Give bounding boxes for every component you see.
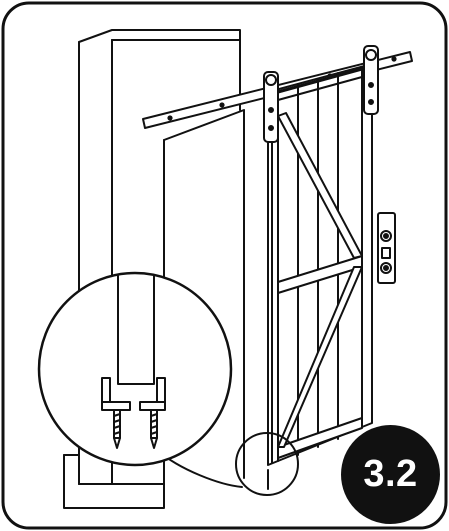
floor-guide-detail-icon [37,271,233,467]
left-hanger [263,71,279,143]
barn-door [267,63,373,466]
right-hanger [363,45,379,115]
screw-icon [113,409,158,449]
step-number: 3.2 [363,453,418,495]
wall-stop-icon [377,212,396,284]
step-number-badge: 3.2 [341,425,440,524]
